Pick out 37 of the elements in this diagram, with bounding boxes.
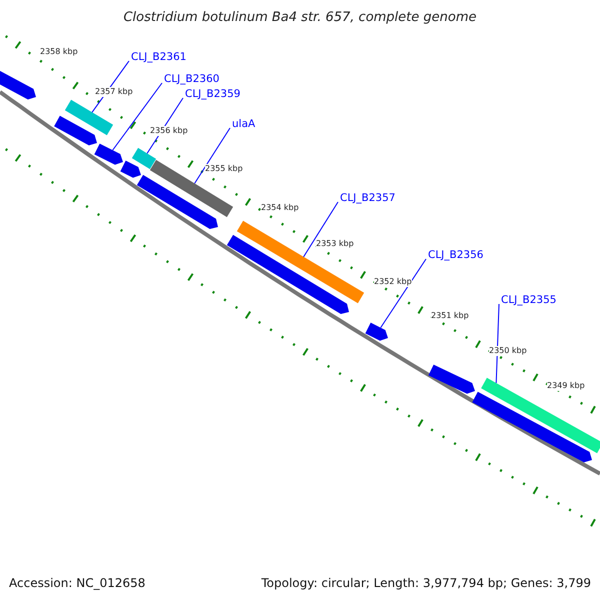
leader-line [380,258,426,328]
gene-bar [94,144,123,165]
genome-info-text: Topology: circular; Length: 3,977,794 bp; Genes: 3,799 [261,575,591,592]
gene-bar [0,70,36,100]
gene-bar [136,174,218,229]
title: Clostridium botulinum Ba4 str. 657, complete genome [122,9,478,27]
gene-bar [120,160,141,178]
leader-line [496,304,500,384]
gene-bar [365,322,388,341]
position-label: 2351 kbp [431,311,469,321]
gene-bar [481,378,600,454]
gene-label: CLJ_B2360 [164,73,220,85]
leader-line [112,82,162,151]
gene-label: CLJ_B2356 [428,249,484,261]
gene-label: CLJ_B2359 [185,88,240,100]
position-label: 2349 kbp [547,381,585,391]
position-label: 2355 kbp [205,164,243,174]
gene-bar [64,100,114,136]
gene-label: ulaA [232,118,256,130]
gene-label: CLJ_B2355 [501,294,556,306]
gene-label: CLJ_B2361 [131,51,186,63]
position-label: 2352 kbp [374,277,412,287]
gene-bar [236,220,364,304]
gene-bar [428,364,475,394]
position-label: 2358 kbp [40,47,78,57]
gene-bar [54,116,97,146]
leader-line [194,128,230,184]
gene-bar [472,392,592,462]
position-label: 2356 kbp [150,126,188,136]
position-label: 2354 kbp [261,203,299,213]
position-label: 2350 kbp [489,346,527,356]
gene-label: CLJ_B2357 [340,192,396,204]
leader-line [303,202,338,258]
accession-text: Accession: NC_012658 [9,575,146,592]
position-label: 2357 kbp [95,87,133,97]
gene-bar [132,148,156,170]
position-label: 2353 kbp [316,239,354,249]
